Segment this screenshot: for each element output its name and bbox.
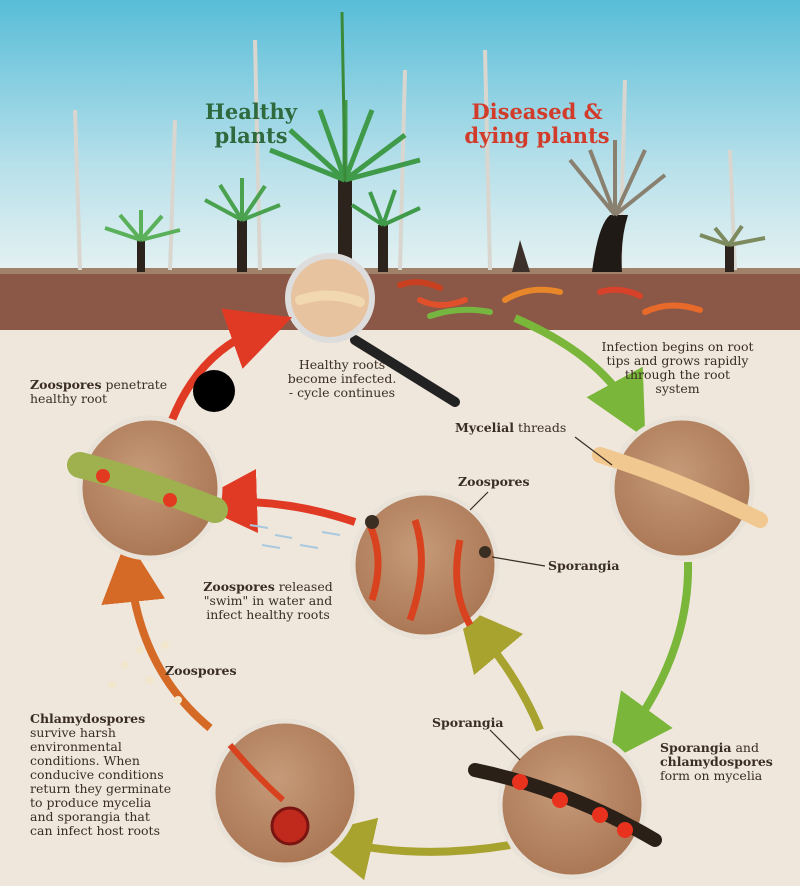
chlamy-line3: environmental — [30, 740, 171, 754]
soil-strip — [0, 272, 800, 330]
released-rest: released — [275, 579, 333, 594]
diseased-heading-line1: Diseased & — [452, 100, 622, 124]
label-chlamydospores: Chlamydospores survive harsh environment… — [30, 712, 171, 838]
infected-line1: Healthy roots — [282, 358, 402, 372]
disc-chlamydospores — [213, 721, 357, 865]
arrow-zoospores-released — [225, 502, 355, 522]
label-zoospores-top: Zoospores — [458, 475, 530, 489]
chlamy-line7: to produce mycelia — [30, 796, 171, 810]
label-sporangia-bottom: Sporangia — [432, 716, 503, 730]
disc-infection — [600, 418, 760, 558]
healthy-heading-line1: Healthy — [196, 100, 306, 124]
label-zoospores-released: Zoospores released "swim" in water and i… — [188, 580, 348, 622]
marker-dot — [193, 370, 235, 412]
chlamy-bold: Chlamydospores — [30, 712, 171, 726]
mycelial-bold: Mycelial — [455, 420, 514, 435]
healthy-plants-heading: Healthy plants — [196, 100, 306, 148]
mycelial-rest: threads — [514, 420, 566, 435]
chlamy-line9: can infect host roots — [30, 824, 171, 838]
diseased-plants-heading: Diseased & dying plants — [452, 100, 622, 148]
infected-line3: - cycle continues — [282, 386, 402, 400]
label-mycelial-threads: Mycelial threads — [455, 421, 566, 435]
healthy-heading-line2: plants — [196, 124, 306, 148]
penetrate-line2: healthy root — [30, 392, 167, 406]
form-bold2: chlamydospores — [660, 755, 773, 769]
chlamy-line6: return they germinate — [30, 782, 171, 796]
infection-line4: system — [585, 382, 770, 396]
label-infection-begins: Infection begins on root tips and grows … — [585, 340, 770, 396]
infected-line2: become infected. — [282, 372, 402, 386]
infection-line1: Infection begins on root — [585, 340, 770, 354]
label-zoospores-penetrate: Zoospores penetrate healthy root — [30, 378, 167, 406]
infection-line3: through the root — [585, 368, 770, 382]
chlamy-line4: conditions. When — [30, 754, 171, 768]
chlamy-line2: survive harsh — [30, 726, 171, 740]
infection-line2: tips and grows rapidly — [585, 354, 770, 368]
chlamy-line8: and sporangia that — [30, 810, 171, 824]
disc-zoospores-sporangia — [353, 493, 497, 637]
disc-penetrate — [80, 418, 220, 558]
released-line2: "swim" in water and — [188, 594, 348, 608]
penetrate-rest: penetrate — [102, 377, 168, 392]
disc-sporangia-form — [475, 733, 655, 877]
label-sporangia-middle: Sporangia — [548, 559, 619, 573]
label-healthy-roots-infected: Healthy roots become infected. - cycle c… — [282, 358, 402, 400]
form-rest1: and — [731, 740, 758, 755]
arrow-to-chlamydospores — [340, 842, 510, 852]
form-bold1: Sporangia — [660, 740, 731, 755]
penetrate-bold: Zoospores — [30, 377, 102, 392]
chlamy-line5: conducive conditions — [30, 768, 171, 782]
released-bold: Zoospores — [203, 579, 275, 594]
label-sporangia-chlamydospores-form: Sporangia and chlamydospores form on myc… — [660, 741, 773, 783]
diseased-heading-line2: dying plants — [452, 124, 622, 148]
swimming-zoospores — [250, 525, 340, 548]
label-zoospores-left: Zoospores — [165, 664, 237, 678]
form-line3: form on mycelia — [660, 769, 773, 783]
arrow-to-sporangia — [628, 562, 688, 735]
released-line3: infect healthy roots — [188, 608, 348, 622]
